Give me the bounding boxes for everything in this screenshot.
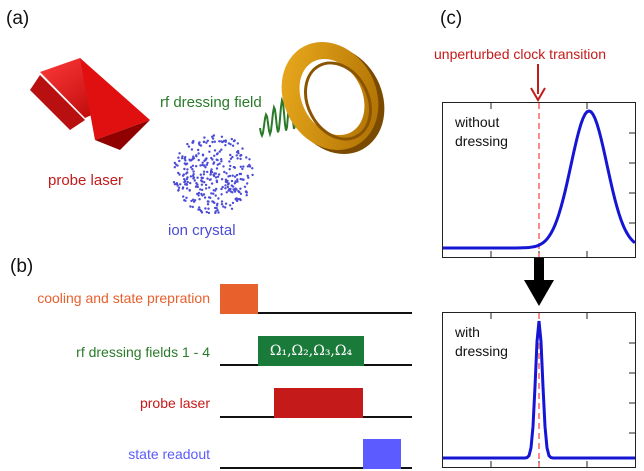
panel-label-a: (a) bbox=[6, 8, 30, 29]
clock-transition-label: unperturbed clock transition bbox=[434, 46, 606, 62]
pulse-state-readout bbox=[363, 439, 401, 469]
rf-ring-antenna bbox=[281, 42, 385, 154]
lineshape-without-dressing bbox=[443, 109, 635, 250]
rf-dressing-field-label: rf dressing field bbox=[160, 94, 262, 111]
timing-label-rf: rf dressing fields 1 - 4 bbox=[76, 344, 210, 360]
pulse-cooling bbox=[220, 284, 258, 314]
lineshape-with-dressing bbox=[443, 320, 635, 460]
timing-label-readout: state readout bbox=[128, 446, 210, 462]
timing-baseline-cooling bbox=[220, 312, 412, 314]
panel-label-c: (c) bbox=[440, 8, 463, 29]
pulse-rf-dressing: Ω₁,Ω₂,Ω₃,Ω₄ bbox=[258, 336, 364, 366]
probe-laser-label: probe laser bbox=[48, 172, 124, 189]
plot-with-dressing: with dressing bbox=[442, 312, 636, 468]
label-with: with bbox=[455, 324, 480, 340]
down-arrow-icon bbox=[524, 258, 554, 306]
ion-crystal-label: ion crystal bbox=[168, 222, 236, 239]
label-dressing-top: dressing bbox=[455, 133, 508, 149]
timing-label-probe: probe laser bbox=[139, 395, 210, 411]
label-dressing-bottom: dressing bbox=[455, 343, 508, 359]
panel-label-b: (b) bbox=[10, 256, 34, 277]
marker-arrow bbox=[530, 64, 546, 102]
ion-crystal bbox=[172, 134, 254, 215]
experiment-illustration bbox=[30, 42, 385, 215]
timing-baseline-readout bbox=[220, 467, 412, 469]
label-without: without bbox=[455, 114, 500, 130]
pulse-probe-laser bbox=[274, 388, 363, 418]
probe-laser-arrow bbox=[30, 58, 150, 150]
plot-without-dressing: without dressing bbox=[442, 102, 636, 258]
timing-label-cooling: cooling and state prepration bbox=[37, 290, 210, 306]
